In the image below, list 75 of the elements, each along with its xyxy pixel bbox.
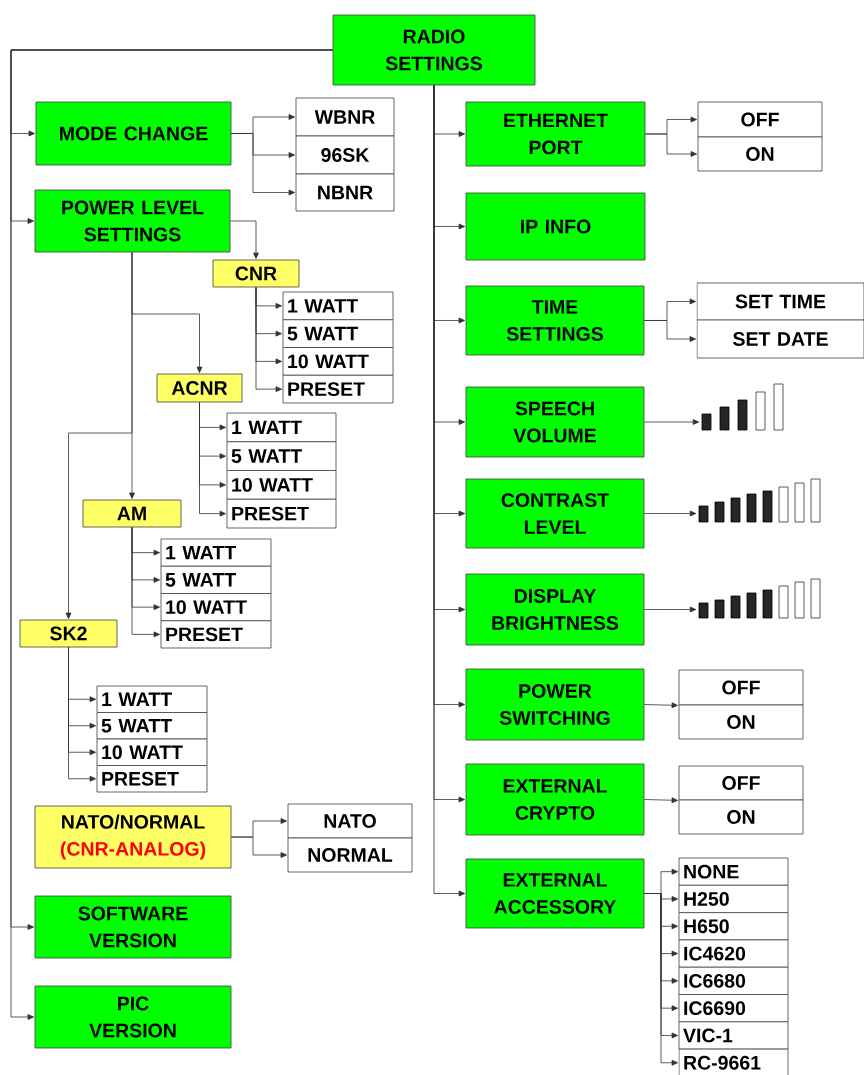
menu-box: IP INFO	[465, 192, 646, 261]
option-box: 10 WATT	[160, 593, 272, 622]
arrow	[68, 647, 96, 782]
arrow	[65, 252, 133, 619]
level-bars-drawing	[701, 383, 784, 431]
option-box: PRESET	[282, 374, 394, 404]
menu-box: SPEECH VOLUME	[465, 386, 645, 458]
arrow	[199, 402, 226, 517]
option-box: NBNR	[295, 173, 395, 212]
menu-box: POWER LEVEL SETTINGS	[34, 189, 231, 253]
menu-box: DISPLAY BRIGHTNESS	[465, 573, 645, 646]
arrow	[231, 133, 295, 196]
option-box: ON	[678, 704, 804, 740]
option-box: OFF	[678, 669, 804, 706]
arrow	[644, 797, 678, 804]
option-box: VIC-1	[678, 1021, 789, 1050]
option-box: IC6690	[678, 994, 789, 1023]
menu-box: SOFTWARE VERSION	[34, 895, 232, 959]
option-box: PRESET	[160, 620, 272, 649]
option-box: 5 WATT	[282, 319, 394, 348]
arrow	[231, 836, 287, 858]
level-bars-drawing	[698, 578, 821, 619]
menu-box: CONTRAST LEVEL	[465, 478, 645, 549]
arrow	[230, 220, 259, 259]
arrow	[644, 320, 696, 342]
band-box: SK2	[19, 619, 118, 648]
option-box: IC6680	[678, 966, 789, 995]
arrow	[131, 527, 160, 638]
option-box: 5 WATT	[160, 565, 272, 594]
option-box: RC-9661	[678, 1048, 789, 1075]
band-box: AM	[82, 499, 182, 528]
option-box: 96SK	[295, 135, 395, 175]
option-box: NORMAL	[287, 837, 413, 873]
arrow	[645, 133, 697, 157]
option-box: IC4620	[678, 939, 789, 968]
option-box: 1 WATT	[282, 291, 394, 321]
option-box: 5 WATT	[226, 441, 337, 471]
menu-box: RADIO SETTINGS	[332, 14, 536, 86]
option-box: 10 WATT	[282, 347, 394, 376]
option-box: SET TIME	[696, 282, 864, 321]
menu-box: EXTERNAL ACCESSORY	[465, 858, 645, 929]
menu-box: POWER SWITCHING	[465, 668, 645, 741]
menu-box: ETHERNET PORT	[465, 101, 646, 167]
option-box: NONE	[678, 857, 789, 886]
option-box: 10 WATT	[226, 470, 337, 500]
option-box: OFF	[697, 101, 823, 138]
option-box: WBNR	[295, 97, 395, 137]
arrow	[644, 702, 678, 709]
band-box: CNR	[212, 259, 300, 288]
option-box: 1 WATT	[96, 685, 208, 713]
option-box: ON	[678, 799, 804, 835]
arrow	[644, 893, 678, 1066]
arrow	[644, 419, 700, 425]
menu-box: PIC VERSION	[34, 985, 232, 1049]
option-box: NATO	[287, 803, 413, 839]
option-box: SET DATE	[696, 319, 864, 359]
level-bars-drawing	[698, 478, 821, 523]
option-box: ON	[697, 136, 823, 172]
option-box: H250	[678, 884, 789, 913]
menu-box: TIME SETTINGS	[465, 285, 645, 356]
option-box: 10 WATT	[96, 738, 208, 766]
band-box: ACNR	[156, 373, 243, 403]
option-box: 1 WATT	[160, 538, 272, 567]
option-box: PRESET	[96, 765, 208, 793]
band-box: NATO/NORMAL (CNR-ANALOG)	[34, 805, 232, 869]
option-box: 1 WATT	[226, 412, 337, 443]
option-box: 5 WATT	[96, 712, 208, 740]
arrow	[644, 606, 697, 613]
arrow	[255, 287, 282, 392]
menu-box: MODE CHANGE	[35, 101, 232, 166]
option-box: OFF	[678, 765, 804, 801]
option-box: PRESET	[226, 498, 337, 529]
option-box: H650	[678, 912, 789, 941]
menu-box: EXTERNAL CRYPTO	[465, 763, 645, 836]
arrow	[644, 510, 697, 517]
